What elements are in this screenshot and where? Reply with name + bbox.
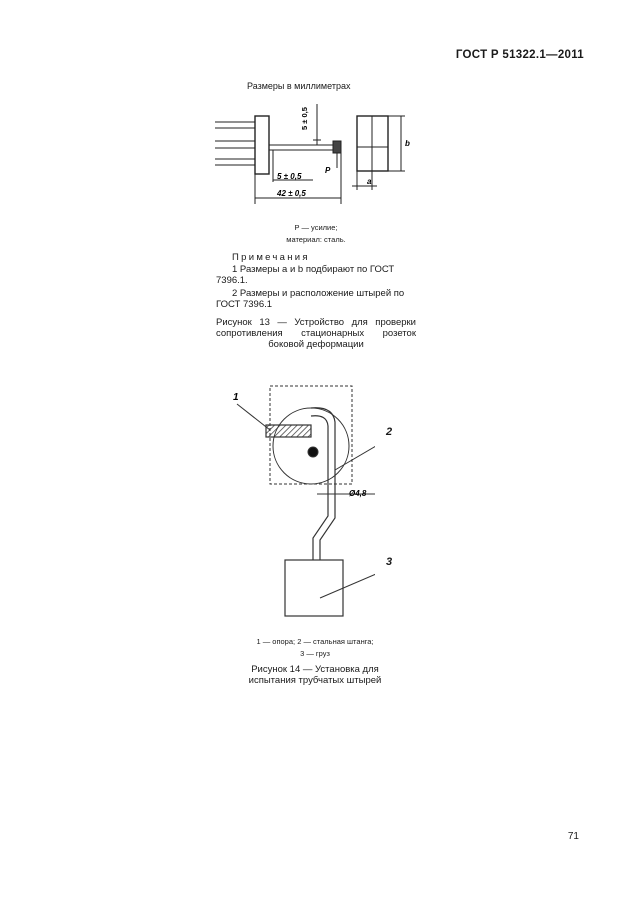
legend-line: 3 — груз: [300, 649, 330, 658]
figure-14-legend: 1 — опора; 2 — стальная штанга; 3 — груз: [210, 636, 420, 660]
note-2: 2 Размеры и расположение штырей по ГОСТ …: [216, 288, 405, 310]
dim-b: b: [405, 139, 410, 148]
dim-a: a: [367, 177, 372, 186]
figure-14-caption: Рисунок 14 — Установка для испытания тру…: [248, 664, 382, 686]
legend-line: 1 — опора; 2 — стальная штанга;: [256, 637, 374, 646]
figure-13-drawing: 5 ± 0,5 5 ± 0,5 42 ± 0,5 P b a: [215, 104, 410, 204]
label-3: 3: [386, 556, 393, 568]
notes-title: Примечания: [232, 252, 310, 263]
dim-42: 42 ± 0,5: [276, 189, 306, 198]
legend-line: P — усилие;: [294, 223, 338, 232]
document-header: ГОСТ Р 51322.1—2011: [455, 49, 584, 61]
force-label: P: [325, 166, 331, 175]
note-1: 1 Размеры a и b подбирают по ГОСТ 7396.1…: [216, 264, 395, 286]
units-note: Размеры в миллиметрах: [247, 81, 351, 91]
page-number: 71: [567, 831, 579, 842]
figure-14-drawing: 1 Ø4,8: [233, 385, 375, 617]
dim-5-top: 5 ± 0,5: [300, 107, 309, 130]
label-1: 1: [233, 392, 239, 403]
figure-13-caption: Рисунок 13 — Устройство для проверки соп…: [216, 317, 416, 350]
legend-line: материал: сталь.: [286, 235, 346, 244]
label-2: 2: [386, 426, 393, 438]
label-dia: Ø4,8: [349, 489, 367, 498]
dim-5-bottom: 5 ± 0,5: [277, 172, 302, 181]
figure-13-legend: P — усилие; материал: сталь.: [216, 222, 416, 246]
